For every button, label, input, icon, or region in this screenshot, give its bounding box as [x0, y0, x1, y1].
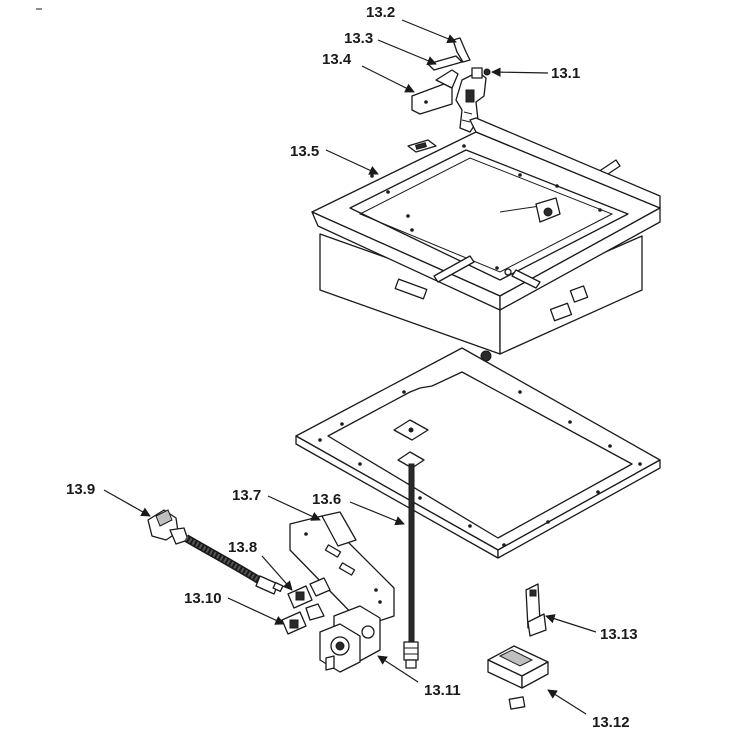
part-13-4-mount-bracket [411, 69, 459, 115]
leader-13-10 [227, 597, 285, 625]
callout-13-11: 13.11 [424, 682, 461, 699]
callout-13-1: 13.1 [551, 65, 581, 82]
leader-13-4 [361, 65, 415, 93]
callout-13-12: 13.12 [592, 714, 630, 731]
callout-13-13: 13.13 [600, 626, 638, 643]
part-13-5-burner-tray [311, 117, 661, 355]
part-13-13-circuit-board [525, 583, 547, 637]
part-13-3-bracket [427, 55, 463, 71]
callout-13-5: 13.5 [290, 143, 320, 160]
callout-13-6: 13.6 [312, 491, 342, 508]
part-13-6-probe-rod [397, 451, 425, 669]
part-13-12-control-module [487, 645, 549, 710]
part-13-9-gas-hose [147, 509, 284, 595]
leader-13-1 [491, 67, 549, 77]
leader-13-8 [261, 555, 293, 591]
callout-13-8: 13.8 [228, 539, 258, 556]
part-gasket-plate [295, 347, 661, 559]
part-13-1-ignitor-assembly [455, 67, 491, 133]
part-13-11-gas-valve [319, 605, 381, 673]
leader-13-7 [267, 495, 321, 521]
callout-13-9: 13.9 [66, 481, 96, 498]
part-13-10-connector [281, 603, 325, 635]
leader-13-3 [377, 39, 437, 66]
part-small-tab [407, 139, 437, 153]
part-13-7-mounting-plate [289, 511, 395, 627]
leader-13-11 [377, 655, 419, 683]
callout-13-4: 13.4 [322, 51, 352, 68]
leader-13-12 [547, 689, 587, 715]
leader-lines [103, 19, 597, 715]
leader-13-9 [103, 489, 151, 517]
callout-13-10: 13.10 [184, 590, 222, 607]
leader-13-13 [545, 614, 597, 633]
callout-13-2: 13.2 [366, 4, 396, 21]
part-13-2-clip [452, 37, 471, 63]
leader-13-6 [349, 501, 405, 526]
leader-13-2 [401, 19, 457, 44]
callout-13-3: 13.3 [344, 30, 374, 47]
leader-13-5 [325, 149, 379, 175]
callout-13-7: 13.7 [232, 487, 262, 504]
part-13-8-connector [287, 577, 331, 609]
